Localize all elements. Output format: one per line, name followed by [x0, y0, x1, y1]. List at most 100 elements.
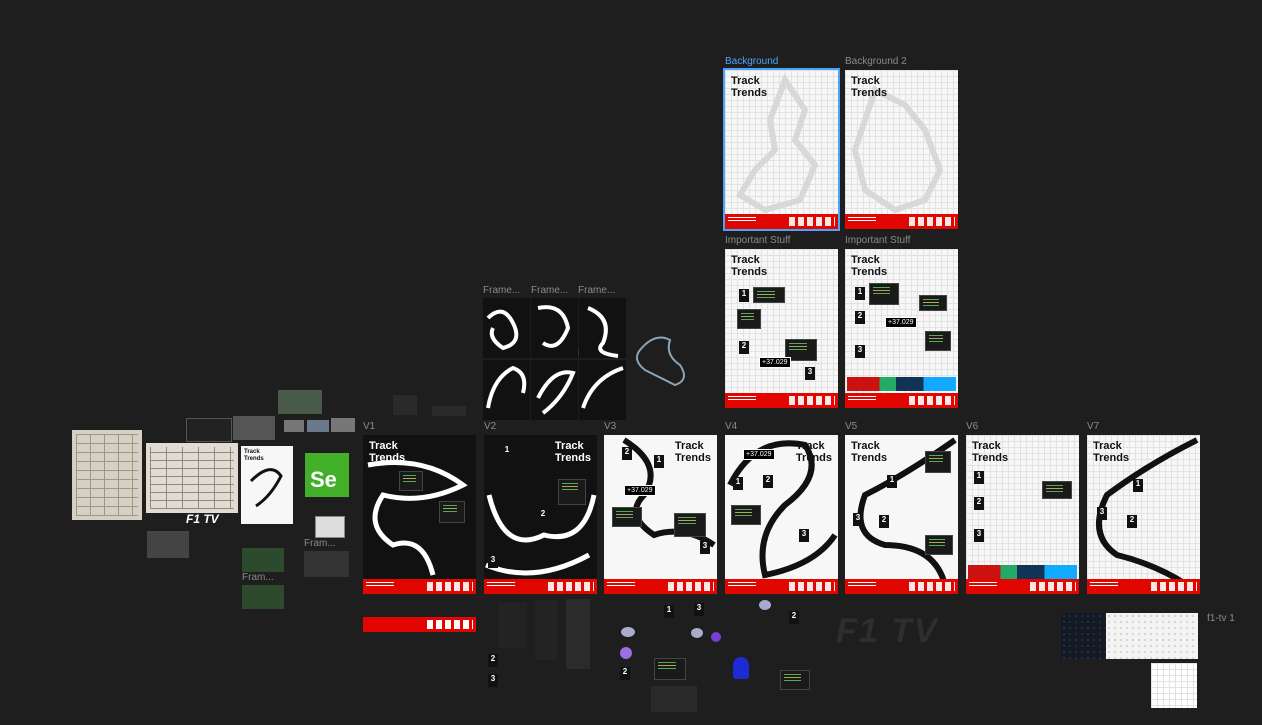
- f1tv-logo-large[interactable]: F1 TV: [836, 612, 939, 650]
- poster-footer: [725, 214, 838, 229]
- step-two-badge[interactable]: 2: [620, 667, 630, 680]
- poster-footer: [725, 579, 838, 594]
- results-component[interactable]: [651, 686, 697, 712]
- screenshot-thumb[interactable]: [304, 551, 349, 577]
- step-one-badge[interactable]: 1: [664, 605, 674, 618]
- sketch-photo[interactable]: [72, 430, 142, 520]
- sketch-photo[interactable]: [146, 443, 238, 513]
- step-two-badge[interactable]: 2: [488, 654, 498, 667]
- sponsor-logos: [909, 217, 955, 226]
- time-callout: +37.029: [743, 449, 775, 460]
- frame-label-v1[interactable]: V1: [363, 421, 376, 432]
- csharp-icon[interactable]: [711, 632, 721, 642]
- step-three-badge[interactable]: 3: [694, 603, 704, 616]
- terminal-thumb: [558, 479, 586, 505]
- terminal-thumb: [731, 505, 761, 525]
- terminal-thumb: [753, 287, 785, 303]
- screenshot-thumb[interactable]: [186, 418, 232, 442]
- screenshot-thumb[interactable]: [242, 548, 284, 572]
- step-three-badge[interactable]: 3: [488, 674, 498, 687]
- track-shapes-grid[interactable]: [483, 298, 626, 422]
- database-icon[interactable]: [691, 628, 703, 638]
- sponsor-logos: [427, 582, 473, 591]
- frame-label-background-2[interactable]: Background 2: [845, 56, 907, 67]
- pattern-swatch-dark[interactable]: [1061, 613, 1106, 659]
- frame-label-fram-1[interactable]: Fram...: [304, 538, 336, 549]
- screenshot-thumb[interactable]: [147, 531, 189, 558]
- car-thumb[interactable]: [331, 418, 355, 432]
- time-callout: +37.029: [759, 357, 791, 368]
- frame-label-v6[interactable]: V6: [966, 421, 979, 432]
- grid-swatch[interactable]: [1151, 663, 1197, 708]
- csharp-icon[interactable]: [620, 647, 632, 659]
- frame-label-fram-2[interactable]: Fram...: [242, 572, 274, 583]
- track-outline: [249, 468, 283, 508]
- frame-label-background[interactable]: Background: [725, 56, 779, 67]
- step-one-badge: 1: [887, 475, 897, 488]
- step-one-badge: 1: [1133, 479, 1143, 492]
- terminal-thumb[interactable]: [780, 670, 810, 690]
- frame-label-v2[interactable]: V2: [484, 421, 497, 432]
- pattern-swatch-light[interactable]: [1106, 613, 1198, 659]
- results-component[interactable]: [432, 406, 466, 416]
- car-thumb[interactable]: [307, 420, 329, 432]
- footer-component[interactable]: [363, 617, 476, 632]
- screenshot-thumb[interactable]: [278, 390, 322, 414]
- poster-footer: [966, 579, 1079, 594]
- frame-label-f1tv-1[interactable]: f1-tv 1: [1207, 613, 1235, 624]
- step-three-badge: 3: [799, 529, 809, 542]
- track-outline-vector[interactable]: [630, 330, 692, 390]
- step-two-badge[interactable]: 2: [789, 611, 799, 624]
- frame-label-c[interactable]: Frame...: [578, 285, 616, 296]
- monitor-icon[interactable]: [315, 516, 345, 538]
- frame-label-v3[interactable]: V3: [604, 421, 617, 432]
- frame-label-v5[interactable]: V5: [845, 421, 858, 432]
- frame-label-b[interactable]: Frame...: [531, 285, 569, 296]
- f1tv-logo-small[interactable]: F1 TV: [186, 512, 219, 526]
- frame-label-important-1[interactable]: Important Stuff: [725, 235, 791, 246]
- frame-label-v4[interactable]: V4: [725, 421, 738, 432]
- frame-label-v7[interactable]: V7: [1087, 421, 1100, 432]
- notes-block[interactable]: [499, 603, 527, 648]
- step-two-badge: 2: [538, 509, 548, 522]
- terminal-thumb: [399, 471, 423, 491]
- step-one-badge: 1: [974, 471, 984, 484]
- car-thumb[interactable]: [284, 420, 304, 432]
- results-component[interactable]: [393, 395, 417, 415]
- terminal-thumb: [1042, 481, 1072, 499]
- terminal-stack[interactable]: [566, 599, 590, 669]
- frame-label-a[interactable]: Frame...: [483, 285, 521, 296]
- database-icon[interactable]: [759, 600, 771, 610]
- notes-block[interactable]: [535, 600, 557, 660]
- database-icon[interactable]: [621, 627, 635, 637]
- frame-label-important-2[interactable]: Important Stuff: [845, 235, 911, 246]
- step-one-badge: 1: [654, 455, 664, 468]
- screenshot-thumb[interactable]: [242, 585, 284, 609]
- terminal-thumb: [612, 507, 642, 527]
- time-callout: +37.029: [885, 317, 917, 328]
- selenium-logo[interactable]: Se: [305, 453, 349, 497]
- poster-footer: [604, 579, 717, 594]
- track-outline: [485, 494, 597, 576]
- screenshot-thumb[interactable]: [233, 416, 275, 440]
- terminal-thumb[interactable]: [654, 658, 686, 680]
- among-us-icon[interactable]: [733, 657, 749, 679]
